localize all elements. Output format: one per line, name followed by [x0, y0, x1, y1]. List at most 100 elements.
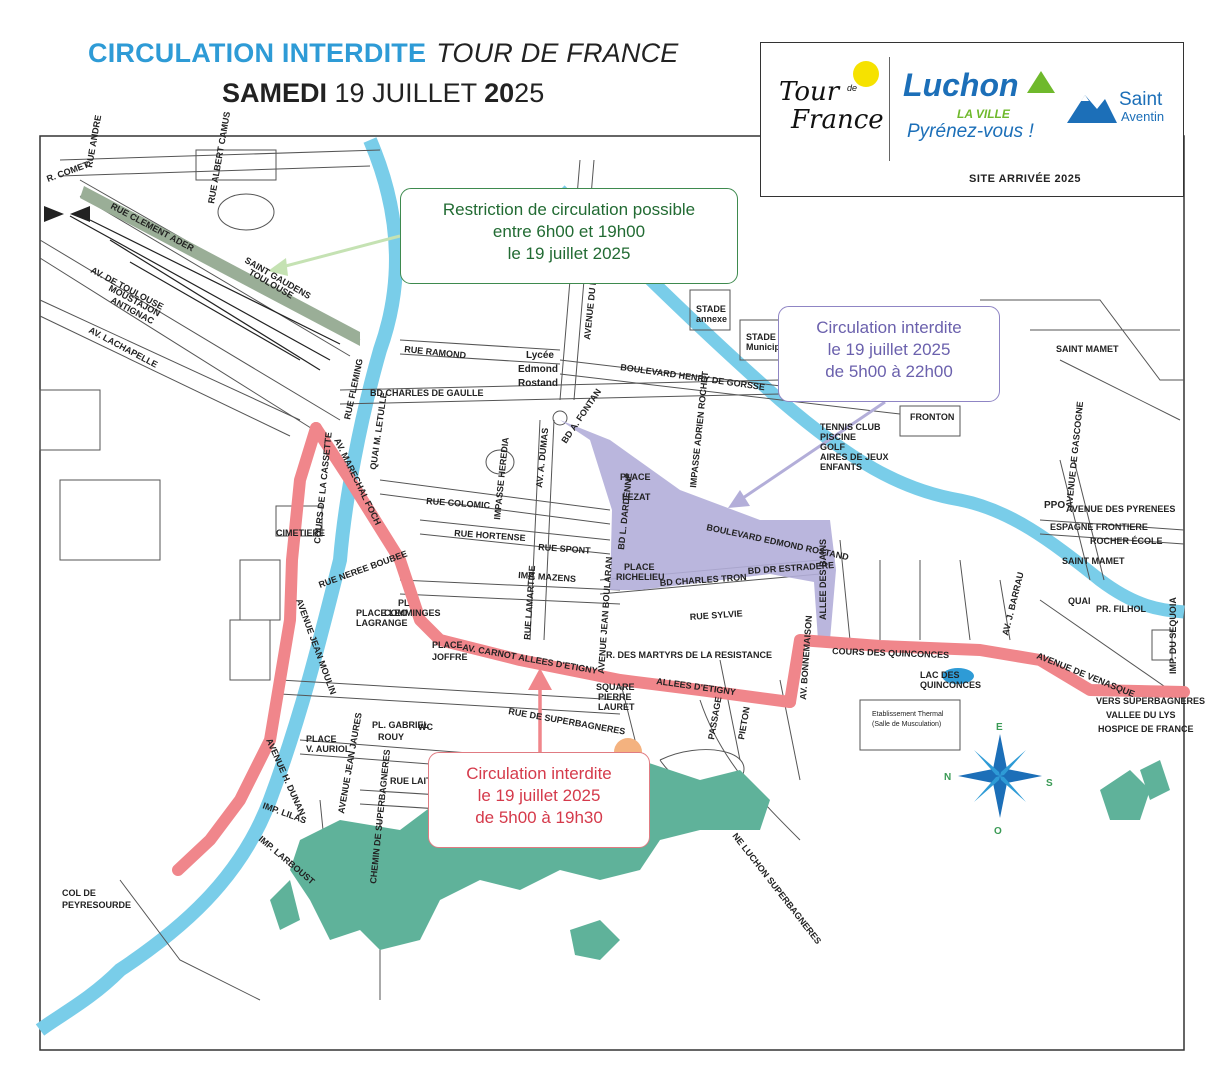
- compass-s: S: [1046, 778, 1053, 789]
- railway: [69, 215, 341, 371]
- label-espagne: ESPAGNE FRONTIERE: [1050, 522, 1148, 532]
- street-impasse-heredia: IMPASSE HEREDIA: [492, 436, 511, 520]
- street-r-comet: R. COMET: [45, 159, 90, 184]
- label-place-richelieu-2: RICHELIEU: [616, 572, 665, 582]
- label-square-3: LAURET: [598, 702, 635, 712]
- green-arrowhead: [268, 258, 288, 276]
- compass-e: E: [996, 722, 1003, 733]
- luchon-logo: Luchon: [903, 67, 1019, 103]
- compass-n: N: [944, 772, 951, 783]
- callout-green-restriction: Restriction de circulation possible entr…: [400, 188, 738, 284]
- label-pl-comminges-1: PL: [398, 598, 410, 608]
- label-passage-1: PASSAGE: [706, 696, 723, 740]
- street-imp-sequoia: IMP. DU SEQUOIA: [1168, 597, 1178, 674]
- label-hospice: HOSPICE DE FRANCE: [1098, 724, 1194, 734]
- street-rue-ramond: RUE RAMOND: [404, 344, 467, 360]
- label-avenue-pyrenees: AVENUE DES PYRENEES: [1066, 504, 1175, 514]
- label-etablissement-1: Etablissement Thermal: [872, 711, 944, 718]
- building-blocks: [39, 149, 1173, 791]
- compass-o: O: [994, 826, 1002, 837]
- callout-red-forbidden: Circulation interdite le 19 juillet 2025…: [428, 752, 650, 848]
- label-ppo: PPO: [1044, 500, 1065, 511]
- street-allee-des-bains: ALLEE DES BAINS: [818, 539, 828, 620]
- purple-arrowhead: [728, 490, 750, 508]
- label-pl-gabriel-1: PL. GABRIEL: [372, 720, 430, 730]
- red-arrowhead: [528, 668, 552, 690]
- label-saint-mamet-top: SAINT MAMET: [1056, 344, 1119, 354]
- street-av-lachapelle: AV. LACHAPELLE: [87, 325, 159, 370]
- river-branch: [555, 185, 1185, 619]
- label-place-auriol-1: PLACE: [306, 734, 337, 744]
- compass-rose-icon: E N S O: [944, 722, 1053, 837]
- label-col-de: COL DE: [62, 888, 96, 898]
- tdf-logo-line1: Tour: [779, 77, 840, 107]
- map-title-event: TOUR DE FRANCE: [436, 38, 679, 68]
- label-pr-filhol: PR. FILHOL: [1096, 604, 1146, 614]
- tdf-sun-icon: [853, 61, 879, 87]
- green-arrow: [277, 234, 401, 270]
- label-passage-2: PIETON: [736, 706, 752, 741]
- label-tennis-4: AIRES DE JEUX: [820, 452, 889, 462]
- label-vers-superbagneres: VERS SUPERBAGNERES: [1096, 696, 1205, 706]
- label-ne-luchon: NE LUCHON SUPERBAGNERES: [730, 831, 823, 946]
- label-square-2: PIERRE: [598, 692, 632, 702]
- street-clement-ader: RUE CLEMENT ADER: [109, 201, 196, 254]
- label-peyresourde: PEYRESOURDE: [62, 900, 131, 910]
- label-place-leo-1: PLACE LEO: [356, 608, 408, 618]
- callout-purple-forbidden: Circulation interdite le 19 juillet 2025…: [778, 306, 1000, 402]
- label-tennis-3: GOLF: [820, 442, 845, 452]
- label-place-joffre-1: PLACE: [432, 640, 463, 650]
- map-frame: [39, 135, 1185, 1051]
- street-rue-sylvie: RUE SYLVIE: [689, 608, 742, 622]
- street-albert-camus: RUE ALBERT CAMUS: [206, 111, 232, 204]
- label-fronton: FRONTON: [910, 412, 954, 422]
- saint-aventin-logo-line1: Saint: [1119, 89, 1163, 110]
- map-date: SAMEDI 19 JUILLET 2025: [222, 78, 545, 108]
- label-place-auriol-2: V. AURIOL: [306, 744, 351, 754]
- luchon-slogan: Pyrénez-vous !: [907, 121, 1034, 142]
- logo-separator: [889, 57, 890, 161]
- lycee-line3: Rostand: [518, 378, 558, 389]
- label-place-joffre-2: JOFFRE: [432, 652, 468, 662]
- lycee-line2: Edmond: [518, 364, 558, 375]
- lake: [942, 668, 974, 684]
- label-place-richelieu-1: PLACE: [624, 562, 655, 572]
- street-rue-colomic: RUE COLOMIC: [426, 496, 491, 510]
- label-vallee-lys: VALLEE DU LYS: [1106, 710, 1176, 720]
- saint-aventin-logo-line2: Aventin: [1121, 109, 1165, 124]
- label-saint-mamet: SAINT MAMET: [1062, 556, 1125, 566]
- street-cours-quinconces: COURS DES QUINCONCES: [832, 646, 949, 660]
- label-tennis-2: PISCINE: [820, 432, 856, 442]
- purple-forbidden-zone: [560, 420, 836, 640]
- logo-box: Tour de France Luchon LA VILLE Pyrénez-v…: [760, 42, 1184, 197]
- label-pl-gabriel-2: ROUY: [378, 732, 404, 742]
- label-stade-annexe-1: STADE: [696, 304, 726, 314]
- label-etablissement-2: (Salle de Musculation): [872, 721, 941, 728]
- label-stade-municipal-1: STADE: [746, 332, 776, 342]
- label-square-1: SQUARE: [596, 682, 635, 692]
- forest: [270, 760, 1170, 960]
- street-av-dumas: AV. A. DUMAS: [534, 427, 550, 488]
- street-rue-martyrs: R. DES MARTYRS DE LA RESISTANCE: [606, 650, 772, 660]
- label-wc: WC: [418, 722, 433, 732]
- street-rue-andre: RUE ANDRE: [84, 114, 103, 168]
- label-place-leo-2: LAGRANGE: [356, 618, 408, 628]
- label-place-lezat-2: LEZAT: [622, 492, 651, 502]
- green-restriction-zone: [80, 186, 360, 346]
- street-imp-mazens: IMP. MAZENS: [518, 570, 576, 584]
- street-rue-laity: RUE LAITY: [390, 776, 438, 786]
- street-rue-hortense: RUE HORTENSE: [454, 528, 526, 543]
- tdf-logo-line2: France: [791, 105, 884, 135]
- label-lac-1: LAC DES: [920, 670, 960, 680]
- red-forbidden-route: [172, 422, 1190, 876]
- label-place-lezat-1: PLACE: [620, 472, 651, 482]
- street-av-jean-jaures: AVENUE JEAN JAURES: [336, 712, 364, 815]
- luchon-la-ville: LA VILLE: [957, 107, 1010, 121]
- tdf-logo-de: de: [847, 83, 858, 93]
- street-rue-spont: RUE SPONT: [538, 542, 592, 556]
- label-pl-comminges-2: COMMINGES: [384, 608, 441, 618]
- street-av-carnot: AV. CARNOT: [462, 642, 518, 661]
- street-charles-de-gaulle: BD CHARLES DE GAULLE: [370, 388, 484, 398]
